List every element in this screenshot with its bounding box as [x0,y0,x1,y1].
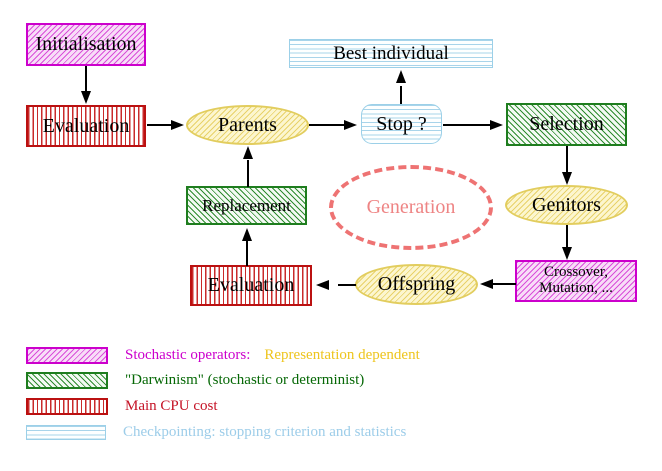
arrow-line-crossover-offspring [493,283,516,285]
arrowhead-crossover-offspring [480,279,493,289]
node-crossover-mutation: Crossover, Mutation, ... [515,260,637,302]
arrow-line-genitors-crossover [566,225,568,248]
legend-label-representation-dependent: Representation dependent [264,346,420,363]
legend-label-checkpointing: Checkpointing: stopping criterion and st… [123,423,407,440]
arrow-line-parents-stop [309,124,345,126]
node-offspring-label: Offspring [377,273,456,295]
arrow-line-selection-genitors [566,146,568,173]
legend-swatch-blue-stripes [26,424,106,440]
arrow-line-stop-best [400,86,402,104]
node-genitors: Genitors [505,185,628,225]
legend-row-checkpointing: Checkpointing: stopping criterion and st… [26,422,406,442]
arrow-line-evaluation-parents [147,124,172,126]
node-replacement-label: Replacement [202,195,291,215]
legend-label-stochastic-operators: Stochastic operators: [125,346,251,363]
arrowhead-evaluation-parents [171,120,184,130]
arrowhead-stop-best [396,70,406,83]
legend-label-main-cpu-cost: Main CPU cost [125,397,218,414]
node-evaluation-top: Evaluation [26,105,146,147]
legend-swatch-red-stripes [26,397,108,415]
node-stop: Stop ? [361,104,442,144]
node-selection-label: Selection [529,113,604,135]
arrowhead-stop-selection [490,120,503,130]
node-parents: Parents [186,105,309,145]
node-generation: Generation [329,165,493,250]
legend-swatch-magenta-hatch [26,346,108,364]
arrowhead-evaluation-replacement [242,228,252,241]
node-generation-label: Generation [366,196,456,218]
node-offspring: Offspring [355,264,478,305]
arrow-line-evaluation-replacement [246,241,248,266]
arrow-line-stop-selection [443,124,491,126]
arrowhead-genitors-crossover [562,247,572,260]
node-replacement: Replacement [186,186,307,225]
arrowhead-init-evaluation [81,91,91,104]
node-best-individual-label: Best individual [333,42,449,64]
arrow-line-offspring-evaluation [338,284,356,286]
legend-row-stochastic-operators: Stochastic operators: Representation dep… [26,345,420,365]
arrow-line-init-evaluation [85,66,87,92]
arrowhead-offspring-evaluation [316,280,329,290]
legend-label-darwinism: "Darwinism" (stochastic or determinist) [125,371,365,388]
arrow-line-replacement-parents [247,160,249,187]
node-genitors-label: Genitors [532,193,601,216]
node-mutation-label: Mutation, ... [539,280,613,296]
legend-swatch-green-hatch [26,371,108,389]
legend-row-main-cpu-cost: Main CPU cost [26,396,218,416]
node-evaluation-top-label: Evaluation [42,114,130,137]
arrowhead-parents-stop [344,120,357,130]
node-initialisation-label: Initialisation [35,33,137,55]
node-evaluation-bottom-label: Evaluation [207,274,295,296]
arrowhead-selection-genitors [562,172,572,185]
node-best-individual: Best individual [289,39,493,68]
node-initialisation: Initialisation [26,23,146,66]
node-crossover-label: Crossover, [544,264,608,281]
node-stop-label: Stop ? [376,112,427,135]
node-evaluation-bottom: Evaluation [190,265,312,306]
legend-row-darwinism: "Darwinism" (stochastic or determinist) [26,370,364,390]
arrowhead-replacement-parents [243,146,253,159]
node-selection: Selection [506,103,627,146]
node-parents-label: Parents [218,113,277,136]
